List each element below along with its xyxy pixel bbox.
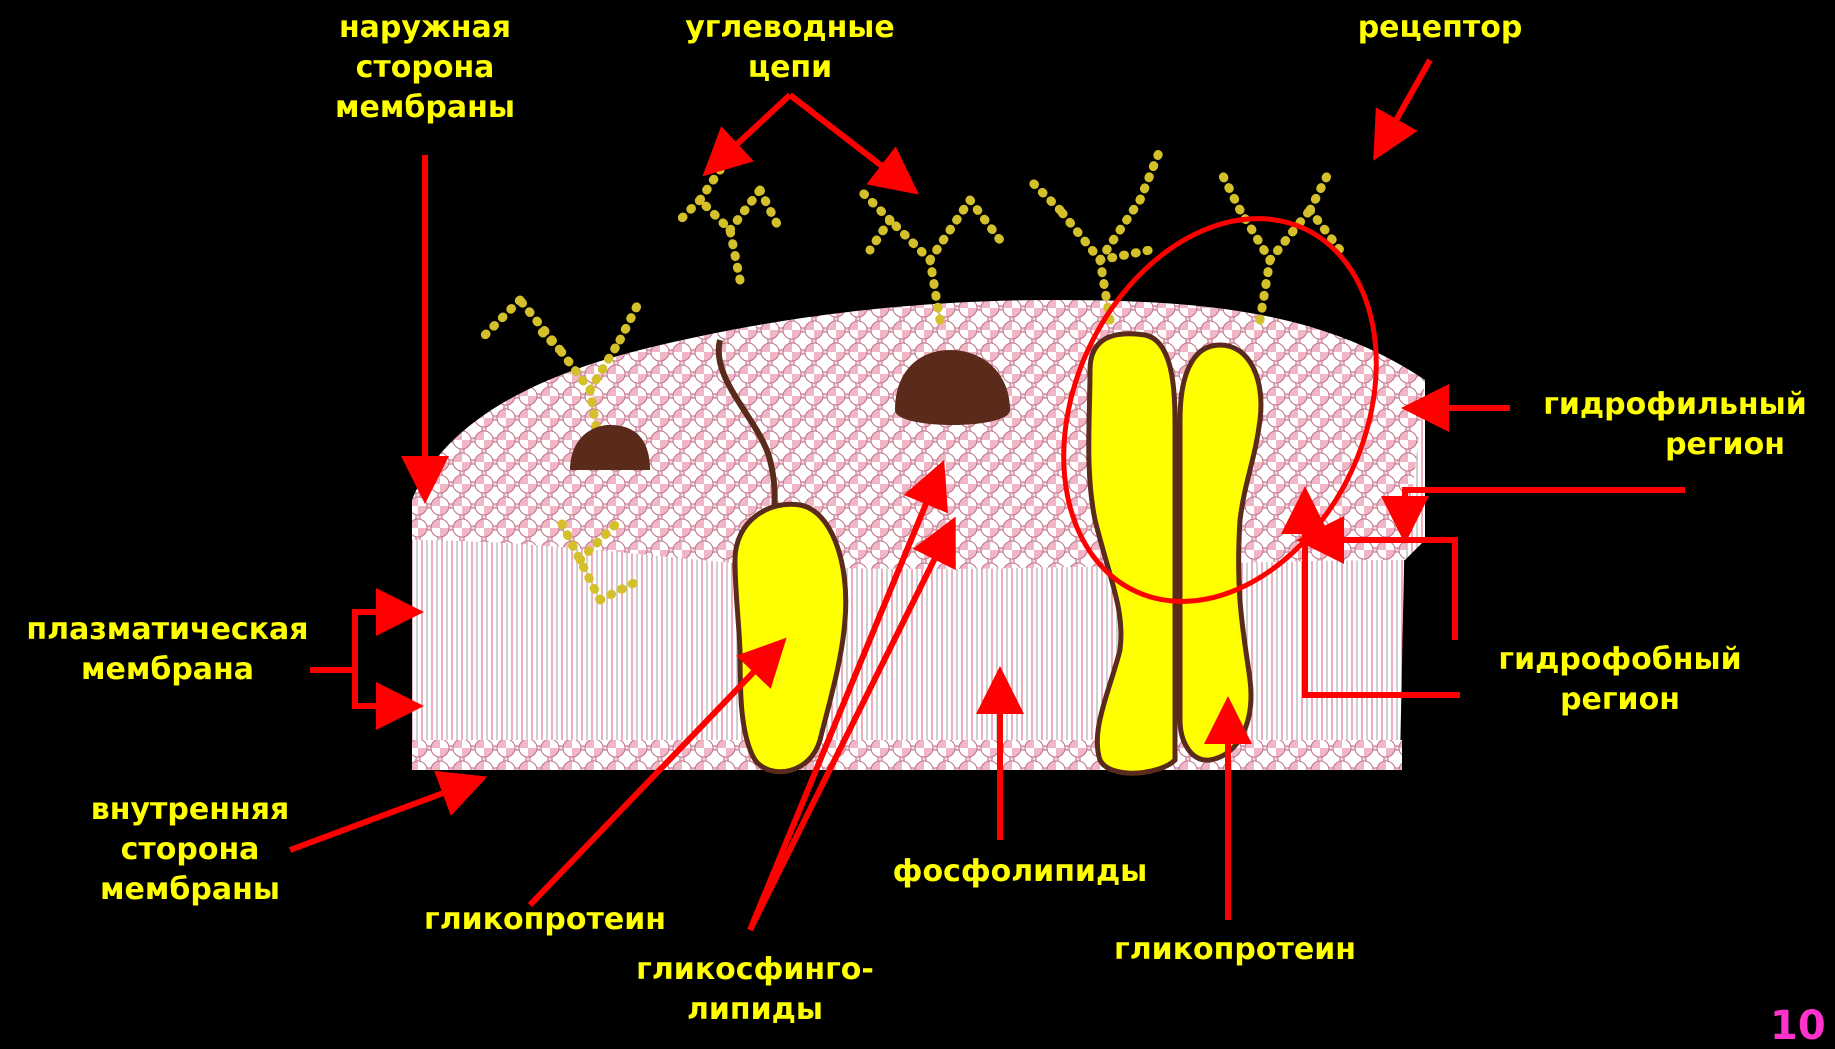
label-carbohydrate-chains: углеводные цепи [670,8,910,88]
label-glycoprotein-left-text: гликопротеин [400,900,690,940]
label-glycosphingolipids-line1: гликосфинго- [610,950,900,990]
arrow-carbohydrate-left [720,95,790,160]
label-hydrophobic-line2: регион [1470,680,1770,720]
label-hydrophilic-line2: регион [1520,425,1830,465]
label-inner-side-line2: сторона [60,830,320,870]
label-glycoprotein-right: гликопротеин [1090,930,1380,970]
label-glycosphingolipids-line2: липиды [610,990,900,1030]
label-hydrophilic-region: гидрофильный регион [1520,385,1830,465]
label-inner-side-line3: мембраны [60,870,320,910]
label-phospholipids: фосфолипиды [880,852,1160,892]
page-number: 10 [1770,1003,1826,1049]
label-receptor: рецептор [1340,8,1540,48]
label-receptor-text: рецептор [1340,8,1540,48]
label-outer-side-line3: мембраны [310,88,540,128]
carb-chain-3 [860,190,1000,320]
label-inner-side-line1: внутренняя [60,790,320,830]
label-phospholipids-text: фосфолипиды [880,852,1160,892]
label-carbohydrate-line1: углеводные [670,8,910,48]
carb-chain-2 [680,170,780,280]
label-outer-side: наружная сторона мембраны [310,8,540,128]
carb-chain-5 [1220,170,1340,320]
label-hydrophilic-line1: гидрофильный [1520,385,1830,425]
receptor-half-left [1089,334,1175,773]
label-outer-side-line1: наружная [310,8,540,48]
lower-heads-row [412,740,1402,770]
label-hydrophobic-region: гидрофобный регион [1470,640,1770,720]
label-glycoprotein-right-text: гликопротеин [1090,930,1380,970]
label-outer-side-line2: сторона [310,48,540,88]
label-plasma-line2: мембрана [5,650,330,690]
carb-chain-4 [1030,150,1160,320]
arrow-hydrophilic-lower [1405,490,1685,520]
arrow-receptor [1385,60,1430,140]
label-plasma-membrane: плазматическая мембрана [5,610,330,690]
label-plasma-line1: плазматическая [5,610,330,650]
label-inner-side: внутренняя сторона мембраны [60,790,320,910]
label-glycosphingolipids: гликосфинго- липиды [610,950,900,1030]
label-hydrophobic-line1: гидрофобный [1470,640,1770,680]
arrow-carbohydrate-right [790,95,900,180]
label-carbohydrate-line2: цепи [670,48,910,88]
label-glycoprotein-left: гликопротеин [400,900,690,940]
